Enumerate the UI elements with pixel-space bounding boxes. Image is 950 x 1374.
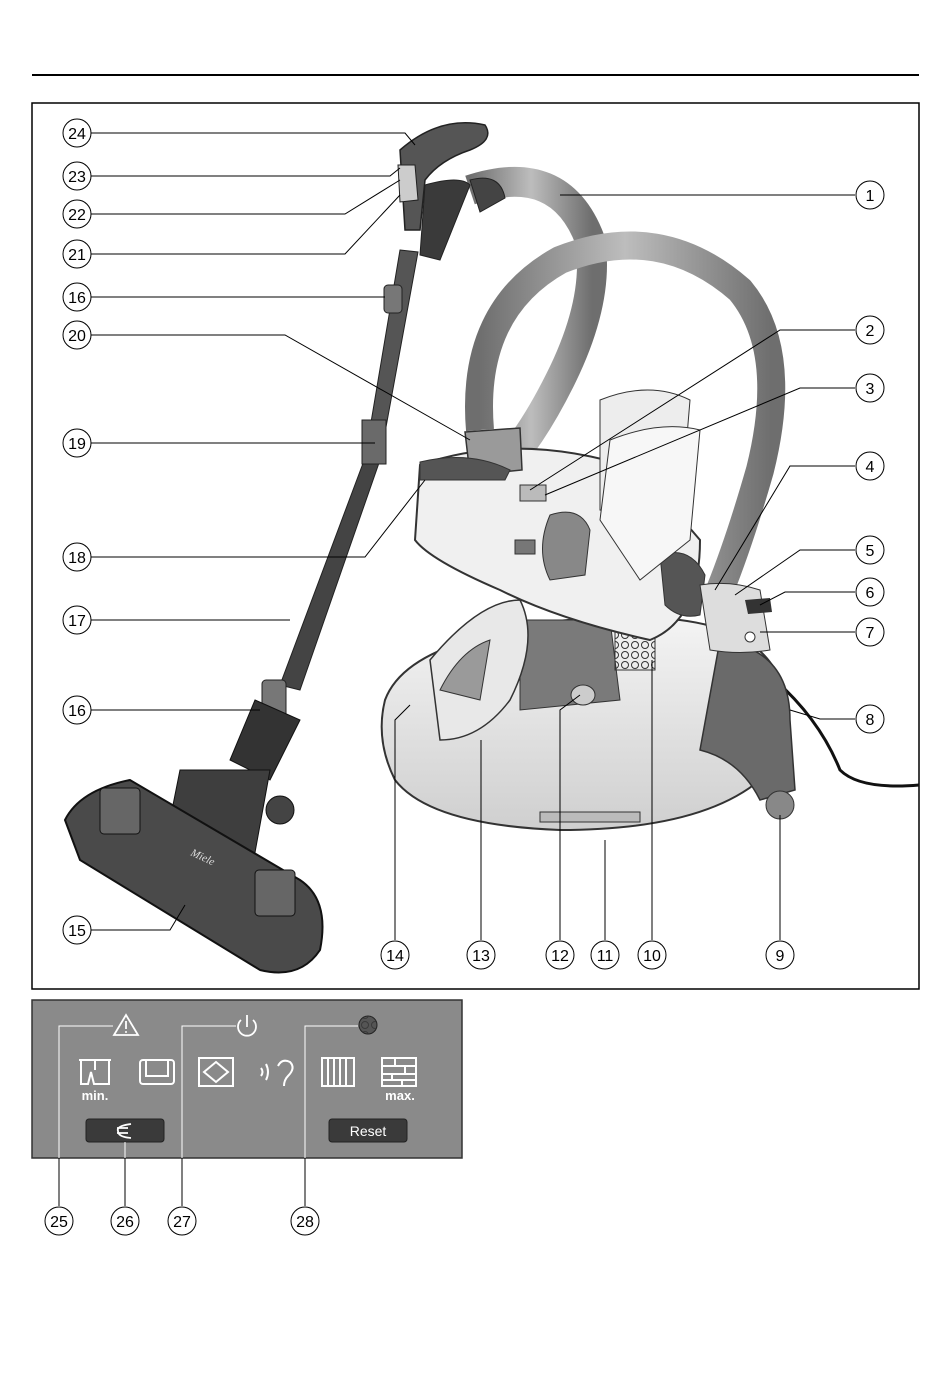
floorhead-pedal-left: [100, 788, 140, 834]
svg-text:21: 21: [68, 247, 86, 264]
callout-25: 25: [45, 1207, 73, 1235]
svg-text:15: 15: [68, 923, 86, 940]
power-cord: [775, 680, 919, 786]
svg-text:12: 12: [551, 948, 569, 965]
callout-13: 13: [467, 941, 495, 969]
svg-text:13: 13: [472, 948, 490, 965]
svg-text:9: 9: [776, 948, 785, 965]
min-label: min.: [82, 1088, 109, 1103]
svg-text:10: 10: [643, 948, 661, 965]
bag-holder: [571, 685, 595, 705]
tube-lower: [280, 458, 380, 690]
callout-18: 18: [63, 543, 91, 571]
svg-text:1: 1: [866, 188, 875, 205]
callout-2: 2: [856, 316, 884, 344]
callout-17: 17: [63, 606, 91, 634]
tube-slider: [362, 420, 386, 464]
floorhead-neck: [230, 700, 300, 780]
max-label: max.: [385, 1088, 415, 1103]
svg-text:18: 18: [68, 550, 86, 567]
callout-20: 20: [63, 321, 91, 349]
svg-text:16: 16: [68, 290, 86, 307]
vacuum-illustration: Miele: [65, 123, 919, 973]
callout-9: 9: [766, 941, 794, 969]
callout-15: 15: [63, 916, 91, 944]
filter-icon: [359, 1016, 377, 1034]
callout-24: 24: [63, 119, 91, 147]
callout-3: 3: [856, 374, 884, 402]
callout-16-upper: 16: [63, 283, 91, 311]
svg-text:28: 28: [296, 1214, 314, 1231]
svg-text:16: 16: [68, 703, 86, 720]
castor-wheel: [766, 791, 794, 819]
svg-text:20: 20: [68, 328, 86, 345]
callout-1: 1: [856, 181, 884, 209]
callout-10: 10: [638, 941, 666, 969]
dustbag-compartment: [520, 620, 620, 710]
svg-text:7: 7: [866, 625, 875, 642]
reset-label: Reset: [350, 1123, 387, 1139]
svg-text:27: 27: [173, 1214, 191, 1231]
svg-text:4: 4: [866, 459, 875, 476]
callout-8: 8: [856, 705, 884, 733]
callout-28: 28: [291, 1207, 319, 1235]
svg-text:26: 26: [116, 1214, 134, 1231]
svg-text:2: 2: [866, 323, 875, 340]
callout-16-lower: 16: [63, 696, 91, 724]
callout-26: 26: [111, 1207, 139, 1235]
lid-latch: [520, 485, 546, 501]
callout-14: 14: [381, 941, 409, 969]
svg-text:25: 25: [50, 1214, 68, 1231]
callout-4: 4: [856, 452, 884, 480]
control-ring: [700, 583, 770, 652]
svg-text:14: 14: [386, 948, 404, 965]
control-panel: min. max.: [32, 1000, 462, 1205]
eco-button[interactable]: [86, 1119, 164, 1142]
callout-22: 22: [63, 200, 91, 228]
callout-19: 19: [63, 429, 91, 457]
svg-text:3: 3: [866, 381, 875, 398]
svg-text:11: 11: [597, 948, 614, 965]
svg-text:19: 19: [68, 436, 86, 453]
callout-23: 23: [63, 162, 91, 190]
callout-5: 5: [856, 536, 884, 564]
svg-text:23: 23: [68, 169, 86, 186]
svg-text:17: 17: [68, 613, 86, 630]
callout-12: 12: [546, 941, 574, 969]
reset-button[interactable]: Reset: [329, 1119, 407, 1142]
callout-21: 21: [63, 240, 91, 268]
callout-6: 6: [856, 578, 884, 606]
svg-text:8: 8: [866, 712, 875, 729]
svg-text:6: 6: [866, 585, 875, 602]
floorhead-pedal-right: [255, 870, 295, 916]
callout-27: 27: [168, 1207, 196, 1235]
tube-release-upper: [384, 285, 402, 313]
svg-text:5: 5: [866, 543, 875, 560]
panel-leader-extensions: [59, 1158, 305, 1206]
svg-text:22: 22: [68, 207, 86, 224]
svg-text:24: 24: [68, 126, 86, 143]
dusting-brush: [543, 512, 591, 580]
panel-callouts: 25 26 27 28: [45, 1207, 319, 1235]
bottom-slot: [540, 812, 640, 822]
callout-7: 7: [856, 618, 884, 646]
callout-11: 11: [591, 941, 619, 969]
